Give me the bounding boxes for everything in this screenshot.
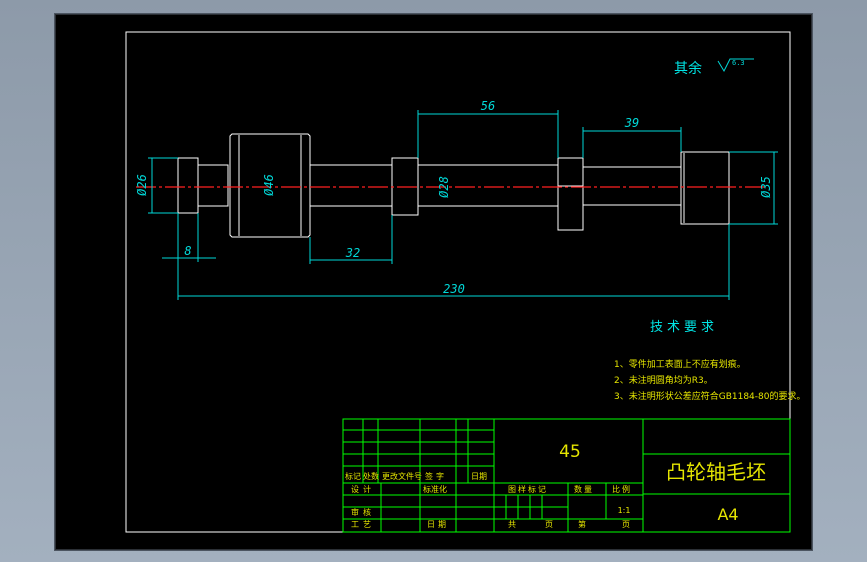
dim-230: 230: [443, 282, 465, 296]
roughness-note: 其余 6.3: [674, 58, 754, 77]
tech-title: 技术要求: [650, 320, 718, 335]
roughness-symbol-icon: [717, 58, 754, 73]
roughness-value: 6.3: [732, 59, 745, 67]
tb-scale: 1:1: [618, 506, 631, 515]
dimension-lines: [148, 110, 778, 300]
dim-d35: Ø35: [759, 176, 773, 198]
tb-material: 45: [559, 442, 581, 462]
tech-requirements: 技术要求 1、零件加工表面上不应有划痕。 2、未注明圆角均为R3。 3、未注明形…: [614, 320, 805, 402]
dim-8: 8: [184, 244, 191, 258]
title-block: [342, 418, 791, 533]
tb-label-mark: 标记: [345, 471, 361, 481]
dim-39: 39: [624, 116, 639, 130]
tb-label-date: 日期: [471, 472, 487, 481]
tb-label-signature: 签字: [425, 471, 447, 481]
dim-d28: Ø28: [437, 176, 451, 198]
tech-item: 1、零件加工表面上不应有划痕。: [614, 358, 746, 370]
mechanical-drawing: 其余 6.3: [125, 31, 805, 533]
tb-label-no: 第: [578, 519, 586, 529]
tb-label-design: 设计: [351, 484, 375, 494]
shaft-right-collar: [557, 157, 584, 231]
tb-part-name: 凸轮轴毛坯: [666, 460, 766, 484]
title-block-text: 标记 处数 更改文件号 签字 日期 设计 标准化 审核 工艺 日期 图样标记 数…: [345, 442, 766, 529]
shaft-body-left: [309, 164, 393, 207]
tb-label-quantity: 数量: [574, 484, 594, 494]
tb-label-standardization: 标准化: [423, 484, 447, 494]
dim-d46: Ø46: [262, 174, 276, 196]
shaft-collar: [229, 133, 311, 238]
dim-56: 56: [481, 99, 495, 113]
shaft-outline: [177, 133, 730, 238]
shaft-left-neck: [197, 164, 229, 207]
dim-32: 32: [345, 246, 360, 260]
tb-label-count: 处数: [363, 471, 379, 481]
shaft-left-shoulder: [177, 157, 199, 214]
tb-label-page: 页: [545, 520, 553, 529]
roughness-label: 其余: [674, 60, 702, 77]
tb-label-total: 共: [508, 520, 516, 529]
dim-d26: Ø26: [135, 174, 149, 196]
tb-label-process: 工艺: [351, 520, 375, 529]
tb-sheet-size: A4: [717, 505, 738, 524]
tb-label-review: 审核: [351, 507, 375, 517]
tech-item: 2、未注明圆角均为R3。: [614, 374, 713, 386]
drawing-sheet: 其余 6.3: [55, 14, 812, 550]
tb-label-stage-mark: 图样标记: [508, 484, 548, 494]
shaft-body-right: [582, 166, 682, 206]
tb-label-page2: 页: [622, 520, 630, 529]
shaft-right-end: [680, 151, 730, 225]
tb-label-ratio: 比例: [612, 484, 632, 494]
tech-item: 3、未注明形状公差应符合GB1184-80的要求。: [614, 390, 805, 402]
tb-label-change: 更改文件号: [382, 471, 422, 481]
tb-label-date2: 日期: [427, 520, 449, 529]
